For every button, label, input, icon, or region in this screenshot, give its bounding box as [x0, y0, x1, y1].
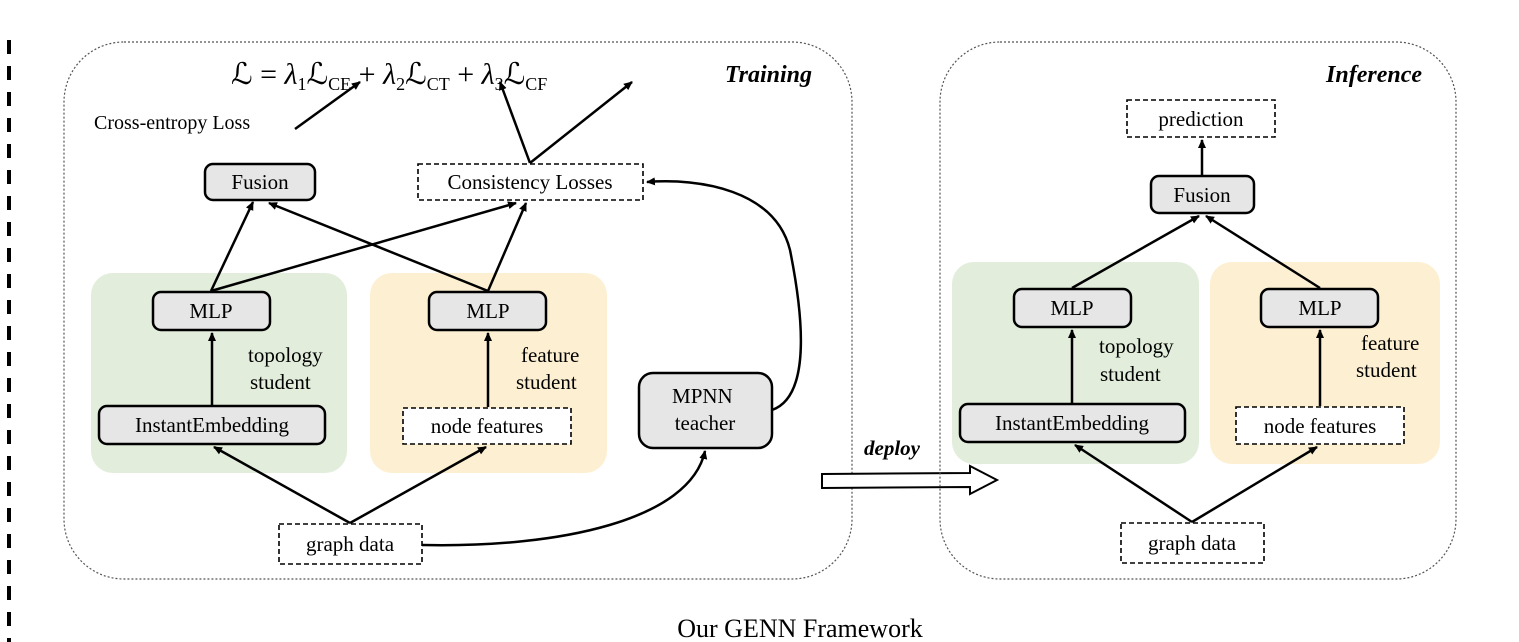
arrow-topomlp-to-consistency [210, 201, 517, 293]
arrow-topomlp-to-fusion [209, 201, 255, 292]
arrow-graph-to-embedding [213, 445, 351, 525]
loss-formula: ℒ = λ1ℒCE + λ2ℒCT + λ3ℒCF [231, 57, 547, 94]
training-feature-student-label: feature student [516, 343, 585, 394]
arrow-consistency-to-cf [529, 81, 633, 164]
training-node-features-label: node features [431, 414, 544, 438]
arrow-graph-to-teacher [421, 450, 708, 547]
mpnn-teacher-box [637, 371, 774, 450]
inference-instant-embedding-box [958, 402, 1187, 444]
training-consistency-box [417, 163, 644, 201]
inference-arrow-featmlp-to-fusion [1205, 214, 1321, 290]
inference-arrow-graph-to-embedding [1074, 443, 1193, 524]
inference-fusion-label: Fusion [1173, 183, 1231, 207]
inference-feature-mlp-label: MLP [1298, 296, 1341, 320]
inference-panel-frame [939, 41, 1457, 580]
training-instant-embedding-label: InstantEmbedding [135, 413, 289, 437]
training-panel-frame [63, 41, 853, 580]
inference-topology-mlp-label: MLP [1050, 296, 1093, 320]
inference-arrow-topomlp-to-fusion [1071, 214, 1200, 290]
cross-entropy-label: Cross-entropy Loss [94, 112, 250, 134]
deploy-label: deploy [864, 436, 921, 460]
deploy-arrow-group: deploy [821, 436, 1000, 496]
arrow-consistency-to-ct [498, 81, 532, 164]
arrow-featmlp-to-consistency [486, 202, 528, 292]
training-graph-data-box [278, 523, 423, 565]
inference-topology-student-label: topology student [1099, 334, 1179, 386]
training-fusion-box [203, 162, 317, 202]
inference-panel: Inference prediction Fusion MLP MLP topo… [939, 41, 1457, 580]
arrow-graph-to-nodefeat [349, 445, 487, 525]
figure-caption: Our GENN Framework [677, 614, 923, 642]
arrow-featmlp-to-fusion [268, 201, 489, 293]
arrow-teacher-to-consistency [646, 177, 803, 412]
training-instant-embedding-box [97, 404, 327, 446]
inference-prediction-label: prediction [1158, 107, 1244, 131]
inference-feature-mlp-box [1259, 287, 1380, 329]
inference-fusion-box [1149, 174, 1256, 215]
inference-feature-student-label: feature student [1356, 331, 1425, 382]
training-topology-student-label: topology student [248, 343, 328, 394]
training-title: Training [725, 62, 812, 88]
inference-node-features-box [1235, 406, 1405, 445]
training-consistency-label: Consistency Losses [447, 170, 612, 194]
inference-graph-data-label: graph data [1148, 531, 1237, 555]
training-graph-data-label: graph data [306, 532, 395, 556]
inference-topology-mlp-box [1012, 287, 1133, 329]
training-node-features-box [402, 407, 572, 445]
inference-graph-data-box [1120, 522, 1265, 564]
inference-prediction-box [1126, 99, 1276, 138]
inference-node-features-label: node features [1264, 414, 1377, 438]
inference-arrow-graph-to-nodefeat [1191, 445, 1318, 524]
training-topology-mlp-label: MLP [189, 299, 232, 323]
training-fusion-label: Fusion [231, 170, 289, 194]
inference-instant-embedding-label: InstantEmbedding [995, 411, 1149, 435]
training-panel: Training ℒ = λ1ℒCE + λ2ℒCT + λ3ℒCF Cross… [63, 41, 853, 580]
mpnn-teacher-label: MPNN teacher [672, 384, 738, 435]
deploy-arrow [821, 464, 1000, 496]
training-feature-mlp-label: MLP [466, 299, 509, 323]
arrow-ce-to-loss [294, 80, 361, 131]
inference-title: Inference [1325, 62, 1422, 88]
